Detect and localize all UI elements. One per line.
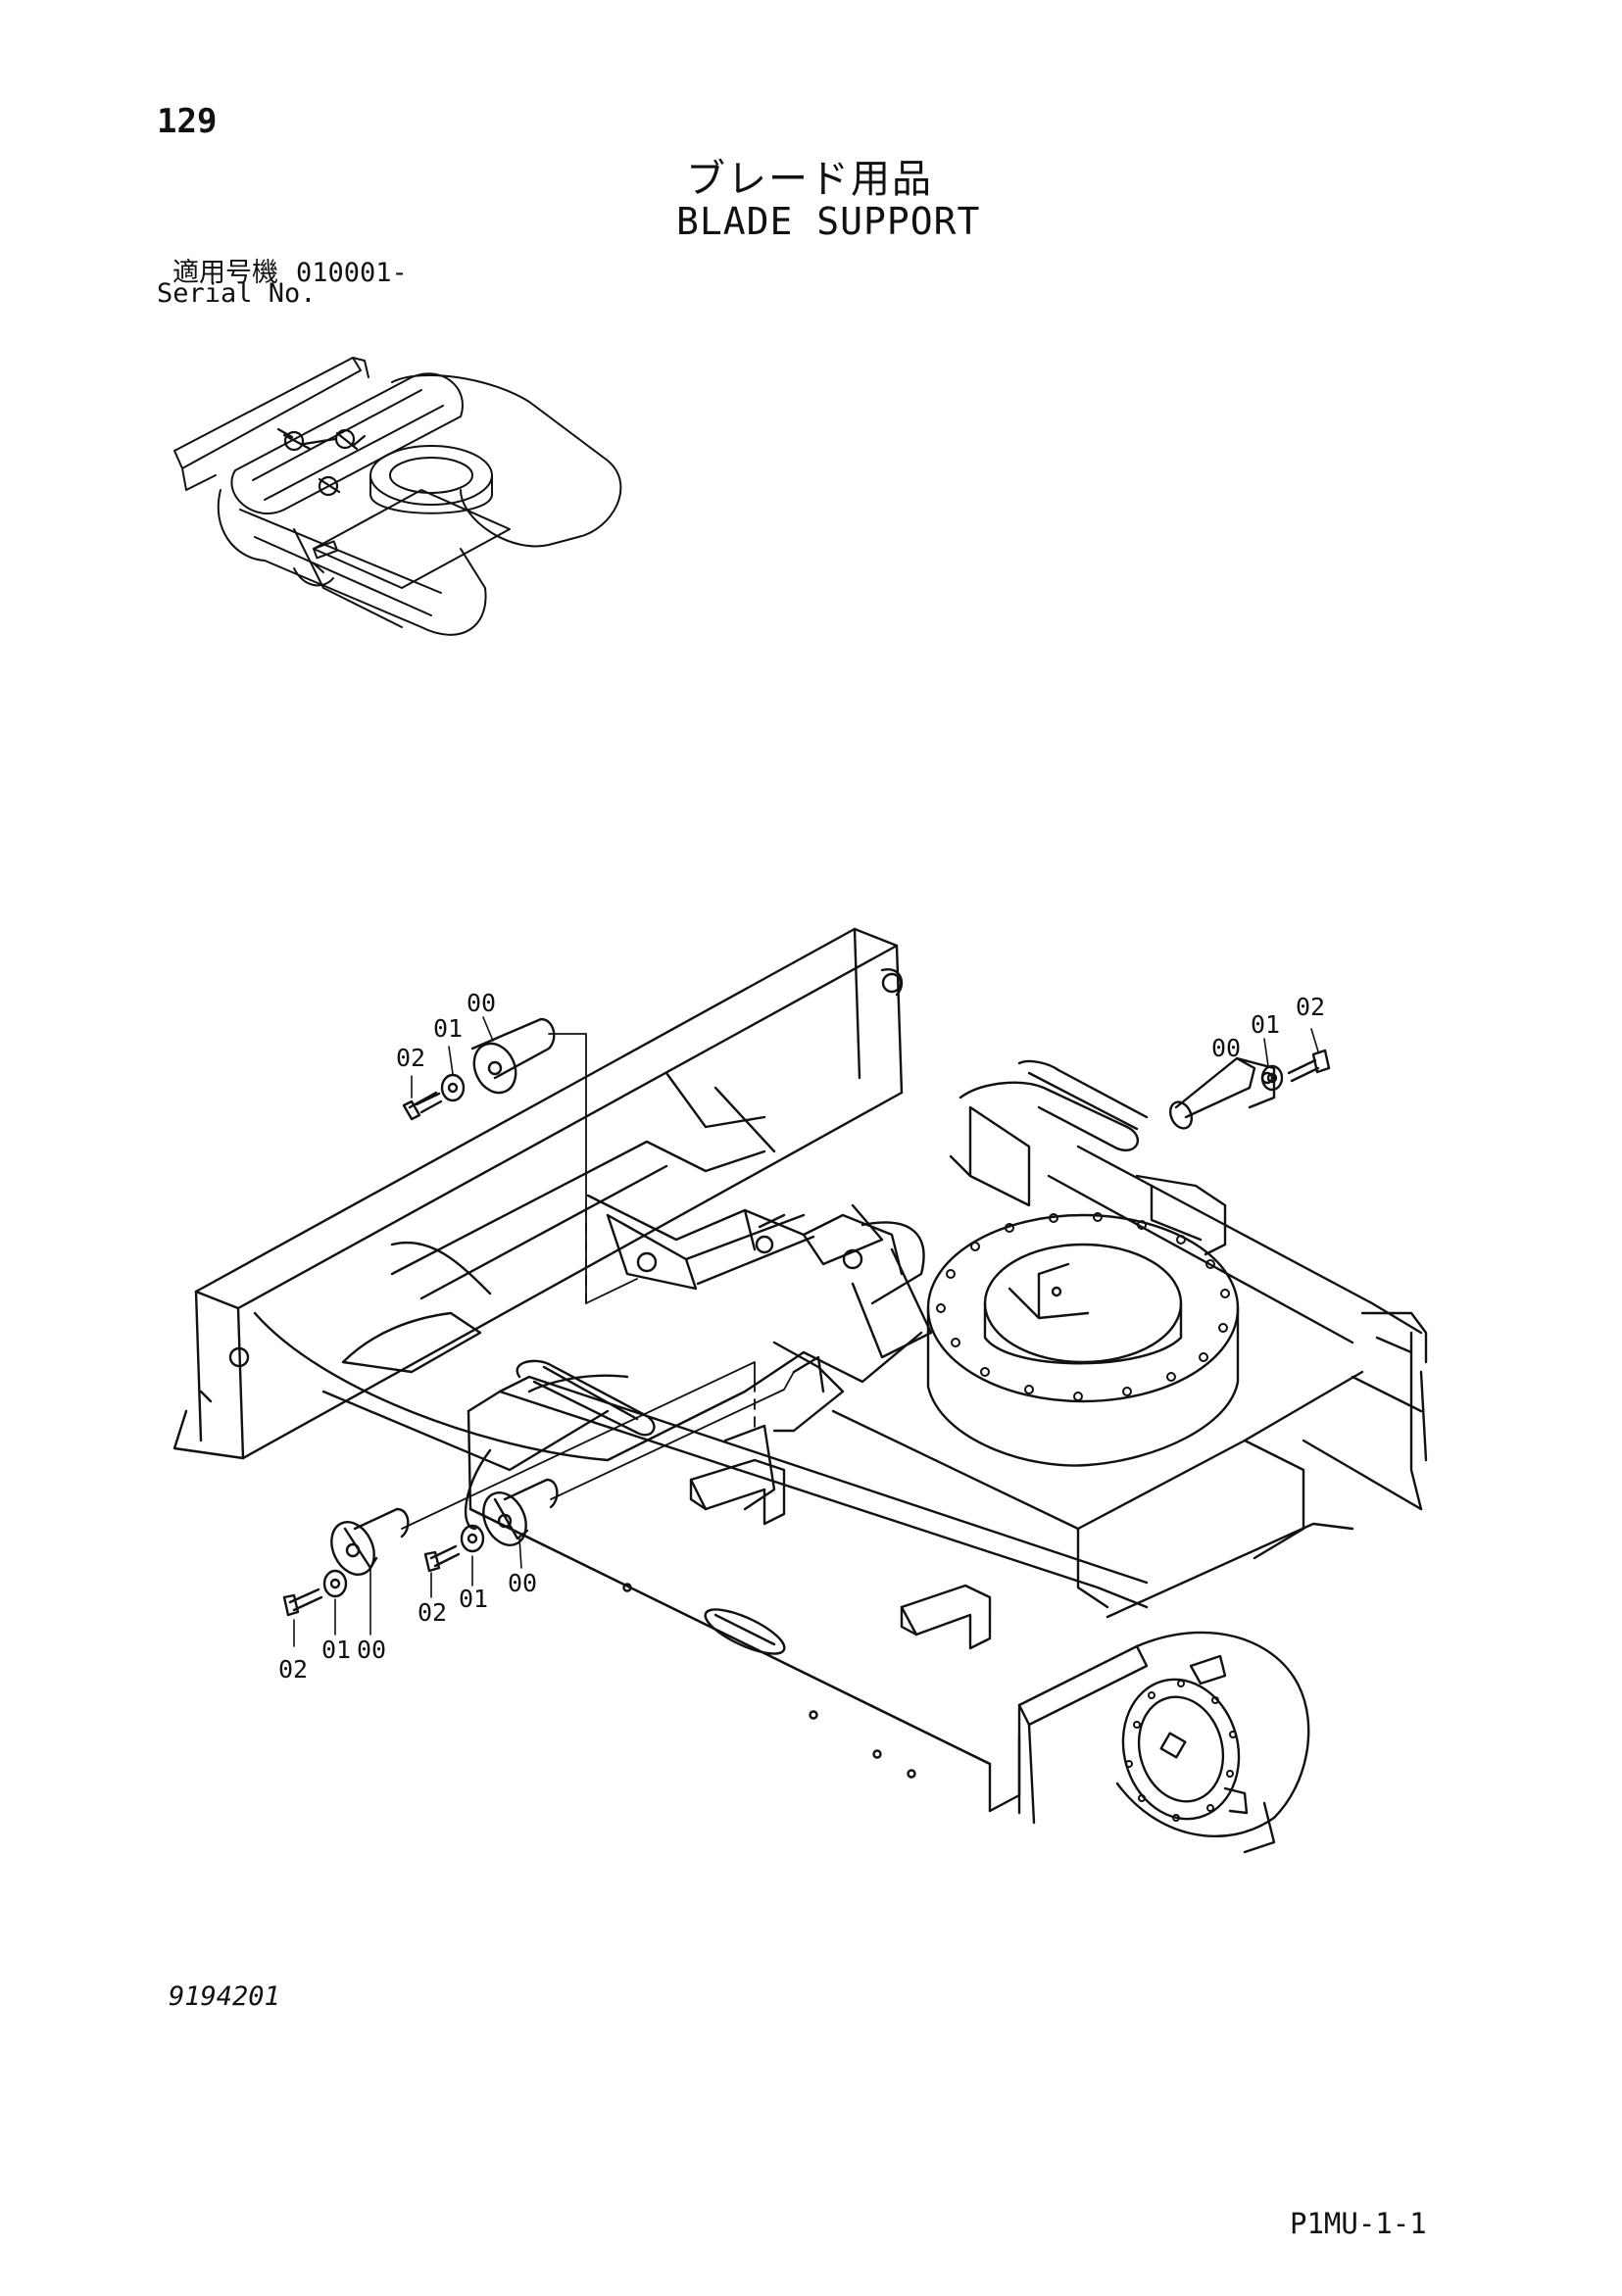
page-title: BLADE SUPPORT [676,200,981,243]
part-group-bottom-left [282,1361,756,1617]
part-group-top-right [1168,1049,1331,1130]
callout-top-right-02: 02 [1296,993,1325,1021]
callout-bottom-mid-01: 01 [459,1585,488,1613]
callout-top-left-02: 02 [396,1044,425,1072]
part-group-bottom-mid [423,1371,795,1573]
callout-bottom-left-01: 01 [321,1636,351,1664]
callout-top-left-00: 00 [467,989,496,1017]
callout-top-right-01: 01 [1251,1010,1280,1039]
callout-bottom-mid-00: 00 [508,1569,537,1597]
undercarriage-frame [172,927,1428,1854]
serial-value: 010001- [296,258,408,288]
callout-bottom-left-00: 00 [357,1636,386,1664]
page-code: P1MU-1-1 [1290,2207,1427,2240]
callout-labels: 00 01 02 00 01 02 02 01 00 02 01 00 [278,989,1325,1684]
serial-label-jp-text: 適用号機 [172,258,278,288]
callout-bottom-left-02: 02 [278,1655,308,1684]
overview-thumbnail [173,357,622,636]
callout-leaders [293,1016,1319,1647]
page-number: 129 [157,102,218,141]
callout-top-left-01: 01 [433,1014,463,1043]
callout-top-right-00: 00 [1211,1034,1241,1062]
part-group-top-left [402,1017,638,1304]
serial-label-japanese: 適用号機 010001- [172,251,408,289]
page-title-japanese: ブレード用品 [686,157,933,202]
callout-bottom-mid-02: 02 [418,1598,447,1627]
serial-label: Serial No. [157,278,317,309]
drawing-number: 9194201 [169,1981,280,2012]
